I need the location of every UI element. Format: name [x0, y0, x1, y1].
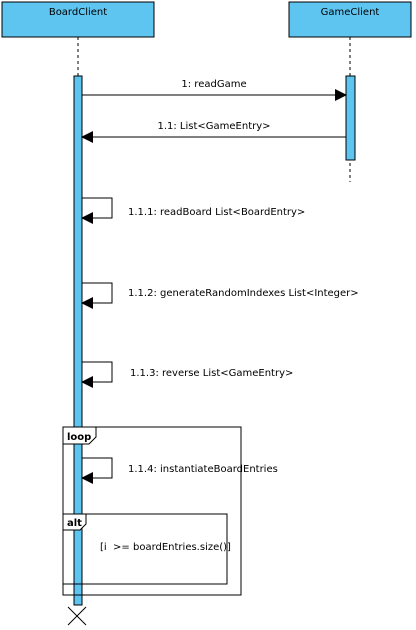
alt-fragment-label: alt: [67, 518, 82, 529]
message-reverse: 1.1.3: reverse List<GameEntry>: [81, 361, 293, 388]
message-readboard: 1.1.1: readBoard List<BoardEntry>: [81, 197, 305, 224]
destroy-marker: [67, 606, 87, 626]
message-reverse-label: 1.1.3: reverse List<GameEntry>: [130, 368, 293, 379]
participant-boardclient[interactable]: BoardClient: [1, 1, 155, 38]
message-generaterandomindexes-label: 1.1.2: generateRandomIndexes List<Intege…: [128, 288, 359, 299]
message-list-gameentry-label: 1.1: List<GameEntry>: [157, 121, 270, 132]
message-instantiateboardentries: 1.1.4: instantiateBoardEntries: [81, 457, 278, 484]
participant-boardclient-label: BoardClient: [49, 7, 107, 18]
boardclient-activation: [73, 75, 83, 606]
loop-fragment-label: loop: [67, 432, 91, 443]
loop-fragment: loop: [62, 426, 242, 596]
message-instantiateboardentries-label: 1.1.4: instantiateBoardEntries: [128, 464, 278, 475]
message-readgame: 1: readGame: [82, 79, 347, 101]
gameclient-activation: [345, 75, 356, 161]
message-readgame-label: 1: readGame: [181, 79, 246, 90]
alt-fragment: alt [i >= boardEntries.size()]: [62, 513, 231, 585]
message-generaterandomindexes: 1.1.2: generateRandomIndexes List<Intege…: [81, 282, 359, 309]
alt-fragment-guard: [i >= boardEntries.size()]: [100, 542, 231, 553]
message-list-gameentry: 1.1: List<GameEntry>: [81, 121, 346, 143]
message-readboard-label: 1.1.1: readBoard List<BoardEntry>: [128, 207, 305, 218]
participant-gameclient[interactable]: GameClient: [288, 1, 412, 38]
participant-gameclient-label: GameClient: [321, 7, 380, 18]
